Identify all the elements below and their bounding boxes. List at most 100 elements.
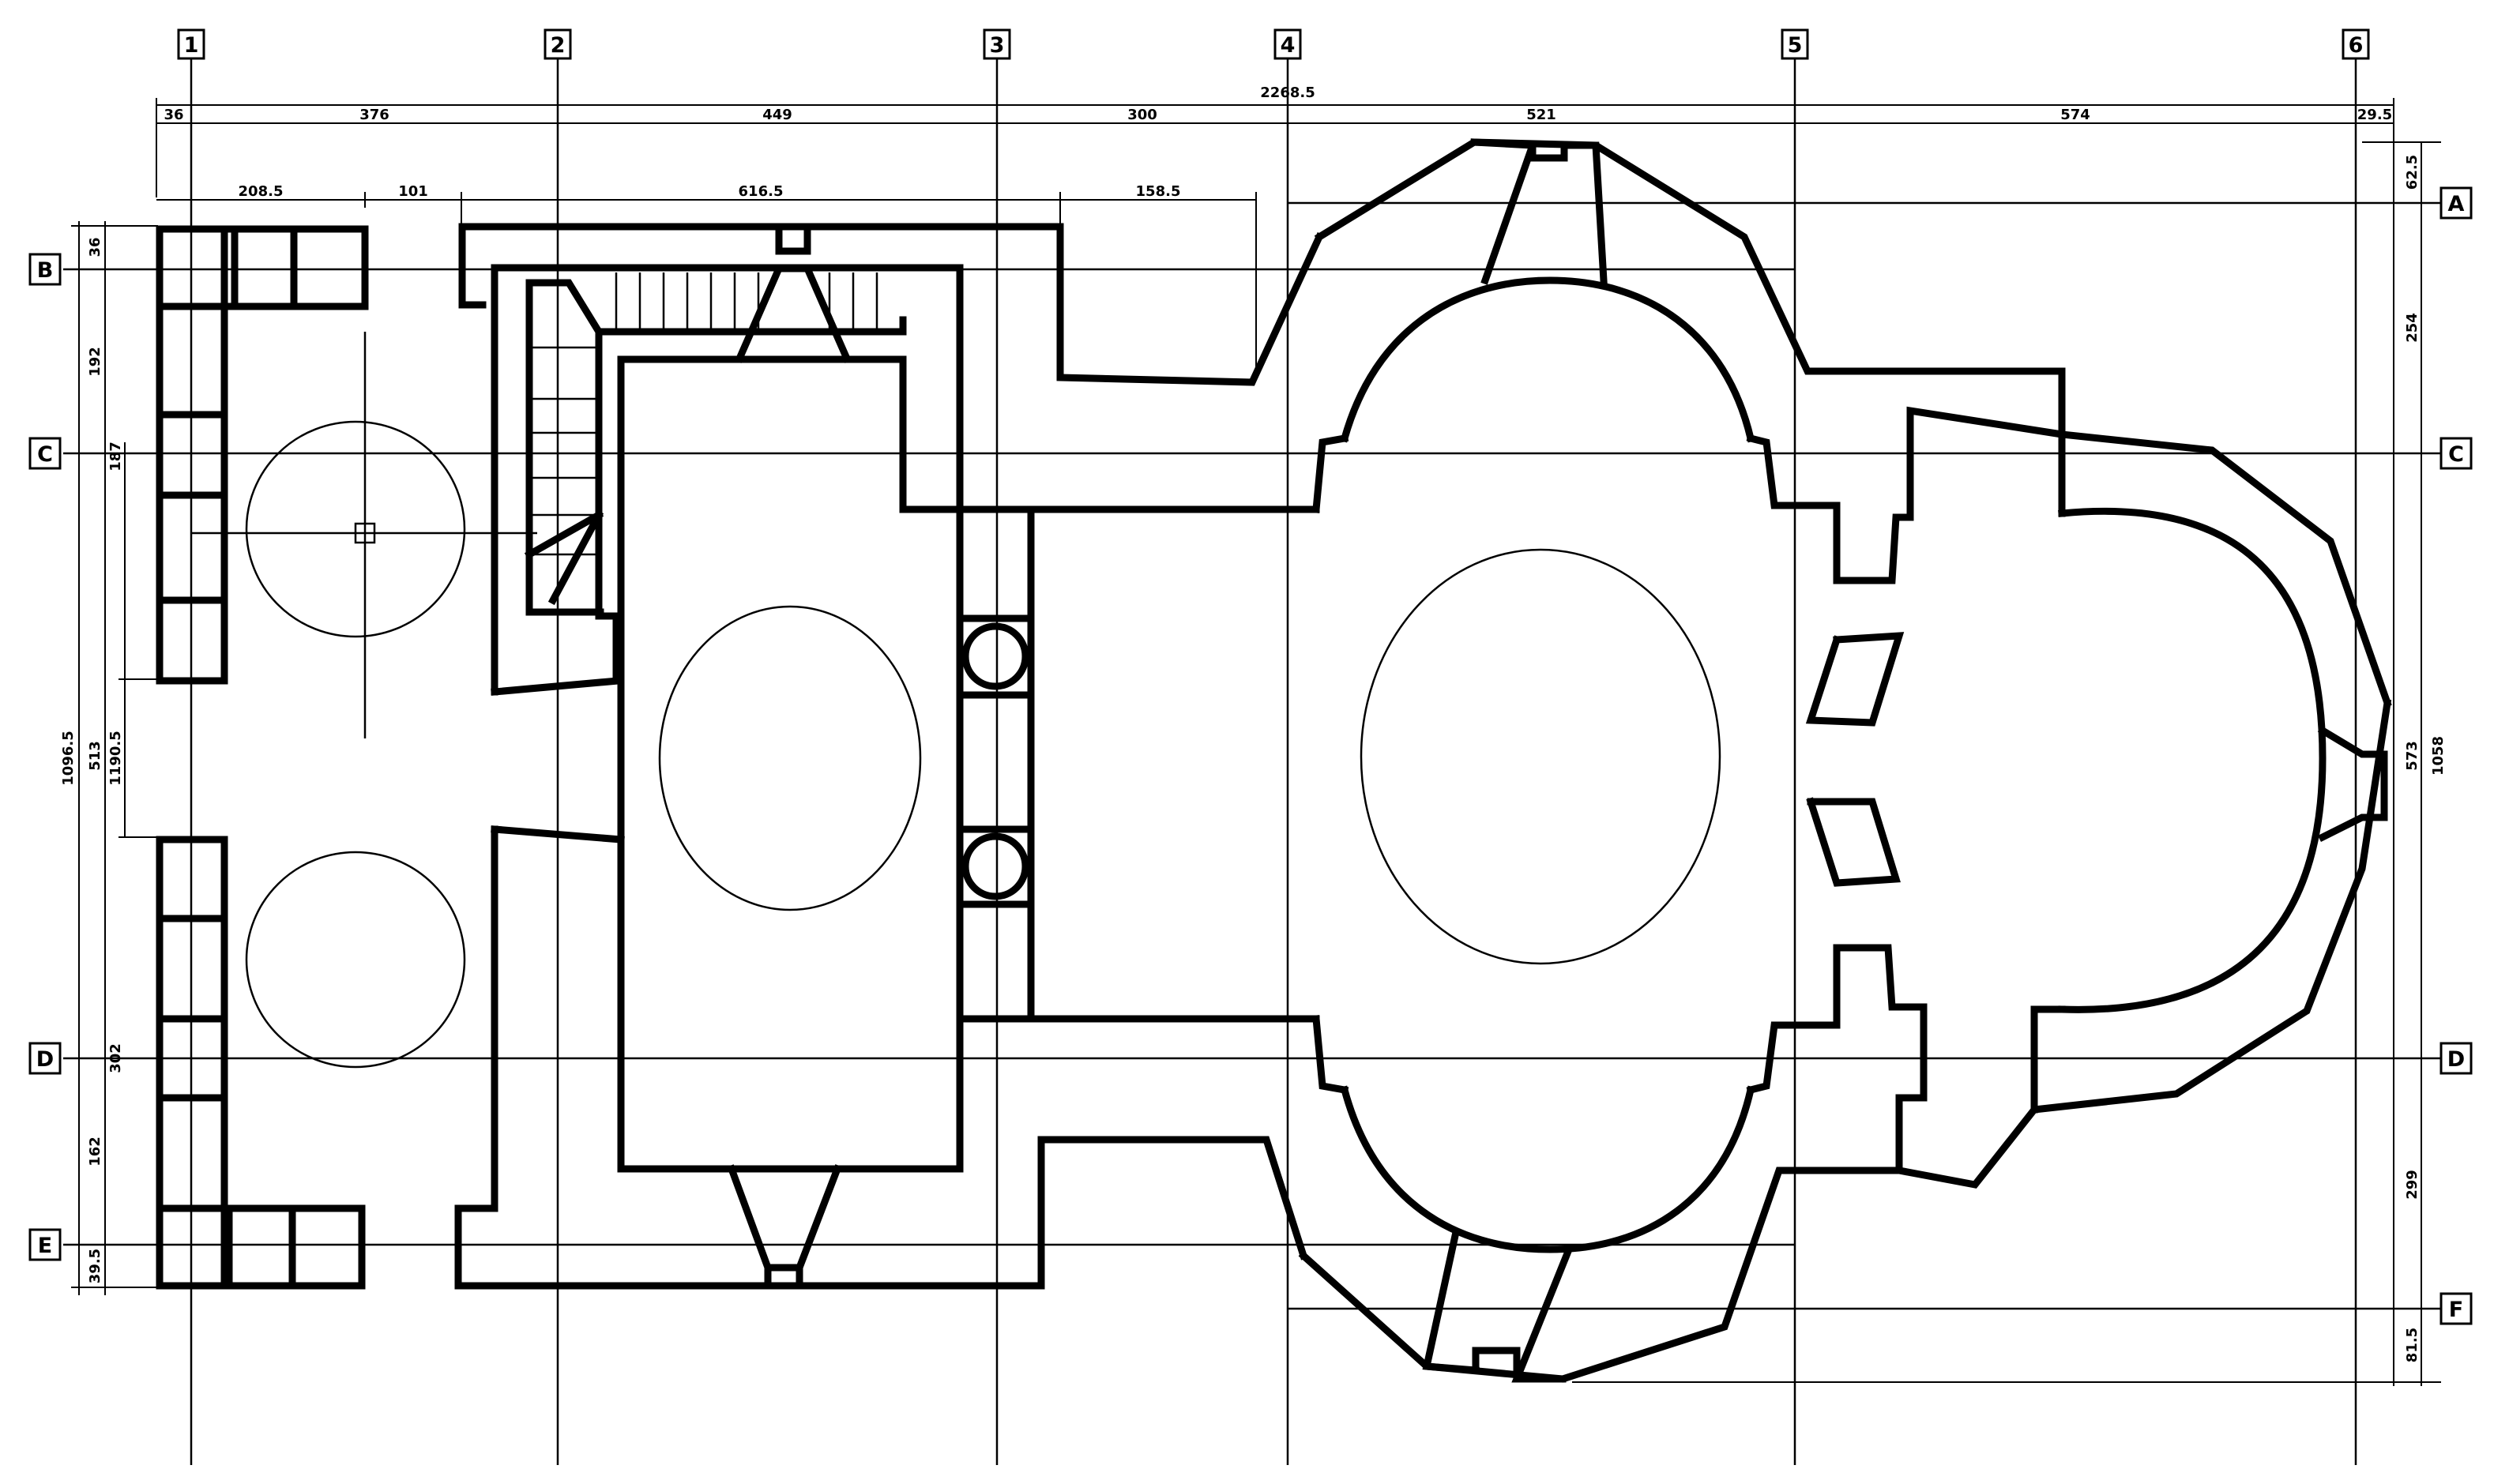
axis-bubble-b: B (28, 253, 62, 286)
dome-west-south (245, 851, 466, 1069)
dim-top-segment: 29.5 (2357, 107, 2392, 123)
dimension-lines (71, 98, 2441, 1386)
sanctuary-pier-top (1818, 406, 2066, 584)
column-round-top (961, 622, 1029, 690)
dim-top-total: 2268.5 (1260, 85, 1315, 101)
south-window (1472, 1347, 1521, 1383)
naos-outer-north (1314, 138, 2392, 708)
axis-bubble-d-right: D (2439, 1042, 2473, 1075)
narthex-south-wall (491, 825, 625, 843)
axis-label: 2 (551, 33, 566, 58)
naos-inner-east-bottom (1746, 1021, 1826, 1095)
axis-bubble-2: 2 (544, 28, 572, 60)
sanctuary-slab-bottom (1806, 797, 1901, 887)
dim-left-inner: 192 (87, 347, 103, 377)
dim-right-segment: 62.5 (2404, 155, 2421, 190)
sanctuary-pier-bottom (1818, 944, 1928, 1174)
domes (191, 332, 1721, 1069)
axis-bubble-6: 6 (2342, 28, 2370, 60)
bubble-box (28, 1228, 62, 1261)
dim-left-inner: 302 (107, 1043, 124, 1073)
bubble-box (28, 253, 62, 286)
dim-second-segment: 616.5 (739, 183, 784, 200)
dome-naos (1360, 548, 1721, 965)
column-frame-bottom (956, 825, 1035, 908)
narthex-north-wedge (735, 265, 852, 363)
axis-bubble-c-left: C (28, 437, 62, 470)
dim-top-segment: 300 (1127, 107, 1157, 123)
north-window (1529, 141, 1568, 162)
narthex-south-wedge (727, 1164, 842, 1272)
dim-left-inner: 1190.5 (107, 731, 124, 785)
bubble-box (2439, 1292, 2473, 1325)
axis-label: E (38, 1234, 52, 1258)
axis-label: C (37, 442, 53, 467)
bubble-box (2439, 437, 2473, 470)
narthex-south-outer (454, 825, 1308, 1290)
dim-left-inner: 187 (107, 441, 124, 471)
bubble-box (2439, 186, 2473, 220)
apse-lower (2030, 1005, 2066, 1114)
axis-bubble-f: F (2439, 1292, 2473, 1325)
apse-arch (2058, 507, 2327, 1013)
naos-south-arch (1340, 1085, 1755, 1253)
bubble-box (177, 28, 205, 60)
dim-left-inner: 36 (87, 237, 103, 257)
dim-top-segment: 521 (1526, 107, 1556, 123)
dim-top-segment: 574 (2060, 107, 2090, 123)
narthex-south-window (764, 1264, 803, 1290)
north-apse-wedge (1470, 138, 1538, 285)
column-round-bottom (961, 832, 1029, 900)
bubble-box (2439, 1042, 2473, 1075)
stair-winder (524, 509, 604, 560)
axis-label: D (2447, 1047, 2465, 1072)
axis-bubbles: 1 2 3 4 5 6 A B (28, 28, 2473, 1325)
bubble-box (983, 28, 1011, 60)
axis-bubble-c-right: C (2439, 437, 2473, 470)
dim-left-total: 1096.5 (60, 731, 77, 785)
wall-segment (156, 1204, 366, 1290)
bubble-box (544, 28, 572, 60)
axis-label: C (2448, 442, 2464, 467)
naos-inner-west-bottom (1312, 1015, 1349, 1095)
naos-inner-east-top (1746, 434, 1826, 509)
north-apse-wedge-right (1560, 141, 1608, 284)
dim-second-segment: 158.5 (1136, 183, 1181, 200)
bubble-box (2342, 28, 2370, 60)
dim-right-segment: 254 (2404, 313, 2421, 343)
dim-top-segment: 449 (762, 107, 792, 123)
crosshair-center (354, 522, 376, 544)
dim-second-segment: 101 (398, 183, 428, 200)
axis-label: D (36, 1047, 54, 1072)
bubble-box (28, 1042, 62, 1075)
apse-window (2317, 725, 2388, 843)
column-frame-top (956, 614, 1035, 699)
naos-inner-west-top (1312, 434, 1349, 513)
axis-label: F (2449, 1298, 2463, 1322)
wall-segment (156, 225, 369, 310)
south-apse-wedge (1422, 1227, 1480, 1374)
narthex-north-window (775, 225, 811, 255)
dim-left-inner: 39.5 (87, 1249, 103, 1283)
dome-narthex (658, 605, 922, 911)
dim-left-inner: 162 (87, 1136, 103, 1167)
axis-bubble-d-left: D (28, 1042, 62, 1075)
sanctuary-slab-top (1805, 632, 1905, 727)
dim-right-segment: 573 (2404, 741, 2421, 771)
dim-top-segment: 36 (164, 107, 183, 123)
narthex-north-wall (458, 223, 1324, 386)
dome-west-north (245, 420, 466, 638)
axis-label: 6 (2349, 33, 2364, 58)
dim-right-segment: 1058 (2430, 736, 2447, 776)
naos-north-arch (1340, 276, 1755, 443)
axis-bubble-3: 3 (983, 28, 1011, 60)
axis-label: 5 (1788, 33, 1803, 58)
dim-top-segment: 376 (359, 107, 389, 123)
narthex-south-upper (491, 677, 622, 696)
axis-bubble-4: 4 (1273, 28, 1302, 60)
dim-right-segment: 81.5 (2404, 1328, 2421, 1362)
axis-label: 1 (184, 33, 199, 58)
walls (156, 138, 2392, 1383)
axis-label: 3 (990, 33, 1005, 58)
